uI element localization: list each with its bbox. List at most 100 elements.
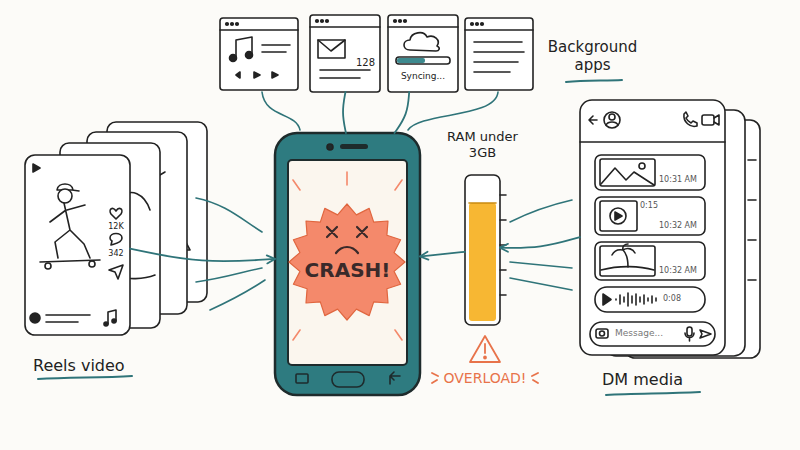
message-bubble: 10:32 AM — [595, 242, 705, 280]
reels-front-card — [25, 155, 130, 335]
phone: CRASH! — [275, 133, 420, 395]
node-text: Reels video — [33, 356, 125, 375]
reels-front-card — [110, 234, 122, 246]
mail-window — [316, 20, 319, 23]
mail-window — [310, 15, 380, 92]
group-label: Background apps — [540, 38, 645, 74]
sync-window — [396, 57, 450, 64]
message-bubble: 0:1510:32 AM — [595, 197, 705, 235]
dm-phone — [589, 116, 597, 124]
music-window — [236, 72, 278, 78]
node-text: 10:32 AM — [659, 221, 697, 231]
reels-front-card — [110, 208, 122, 219]
dm-phone — [595, 242, 705, 280]
dm-phone — [600, 159, 655, 186]
music-window — [220, 29, 298, 31]
dm-flow-line — [510, 200, 572, 222]
node-text: 342 — [105, 249, 127, 259]
flow-connector — [130, 249, 275, 261]
dm-phone — [590, 322, 715, 346]
dm-phone — [600, 201, 637, 231]
dm-phone — [609, 114, 615, 120]
node-text: 12K — [105, 222, 127, 232]
dm-phone — [603, 294, 611, 305]
music-window — [230, 55, 237, 62]
mail-window — [321, 20, 324, 23]
mail-window — [320, 70, 370, 78]
ram-gauge — [500, 195, 506, 295]
node-text: 10:32 AM — [659, 266, 697, 276]
node-text: RAM under 3GB — [440, 129, 525, 160]
reels-front-card — [50, 203, 90, 258]
node-text: DM media — [602, 370, 683, 389]
sync-window — [388, 26, 458, 28]
dm-phone — [606, 122, 618, 125]
dm-phone-back-pages — [748, 160, 756, 280]
ram-gauge — [469, 203, 496, 321]
reels-card: 12K342Reels video — [25, 155, 130, 335]
music-window — [236, 37, 252, 58]
music-window — [231, 23, 234, 26]
node-text: 0:15 — [640, 201, 658, 211]
dm-phone — [596, 329, 608, 338]
app-window: 128 — [310, 15, 380, 92]
node-text: CRASH! — [275, 258, 420, 282]
message-bubble: 10:31 AM — [595, 155, 705, 190]
document-window — [471, 23, 474, 26]
document-window — [465, 18, 533, 90]
dm-phone — [639, 163, 645, 169]
mail-window — [310, 15, 380, 92]
dm-phone — [580, 100, 725, 355]
dm-phone — [615, 212, 622, 220]
reels-front-card — [30, 313, 40, 323]
dm-phone — [580, 100, 725, 355]
crash-burst — [336, 247, 358, 253]
mail-window — [318, 40, 345, 51]
warning-label: OVERLOAD! — [435, 370, 535, 387]
dm-flow-line — [510, 200, 572, 290]
reels-front-card — [112, 319, 116, 323]
reels-flow-line — [196, 268, 262, 282]
reels-front-card — [108, 310, 116, 324]
mail-window — [326, 20, 329, 23]
dm-phone — [595, 287, 705, 312]
sync-window — [399, 20, 402, 23]
reels-front-card — [25, 155, 130, 335]
reels-front-card — [33, 164, 40, 172]
dm-phone — [580, 141, 725, 143]
label-underline — [606, 392, 700, 395]
node-text: 10:31 AM — [659, 175, 697, 185]
dm-phone — [714, 115, 719, 125]
dm-phone — [600, 331, 605, 336]
document-window — [481, 23, 484, 26]
dm-phone — [700, 330, 711, 338]
sync-window — [404, 20, 407, 23]
phone-body — [332, 372, 364, 387]
music-window — [226, 23, 229, 26]
dm-phone — [687, 327, 692, 336]
music-window — [246, 52, 253, 59]
dm-flow-line — [510, 278, 572, 290]
ram-gauge — [469, 202, 496, 204]
flow-connector — [394, 92, 409, 133]
reels-front-card — [45, 263, 51, 269]
dm-flow-line — [510, 262, 572, 268]
node-text: 0:08 — [663, 294, 681, 304]
phone-body — [390, 372, 400, 384]
label-underline — [38, 376, 132, 379]
node-text: Syncing... — [388, 71, 458, 82]
ram-gauge — [465, 175, 506, 325]
dm-phone: DM media10:31 AM0:1510:32 AM10:32 AM0:08… — [580, 100, 725, 355]
music-window — [236, 23, 239, 26]
dm-phone — [616, 293, 656, 306]
document-window — [465, 29, 533, 31]
dm-phone — [601, 168, 654, 185]
reels-front-card — [58, 189, 72, 203]
sync-window — [388, 15, 458, 92]
ram-bar: RAM under 3GB — [465, 175, 500, 325]
document-window — [465, 18, 533, 90]
sync-window — [397, 58, 425, 63]
audio-bubble: 0:08 — [595, 287, 705, 312]
label-underline — [566, 80, 622, 82]
